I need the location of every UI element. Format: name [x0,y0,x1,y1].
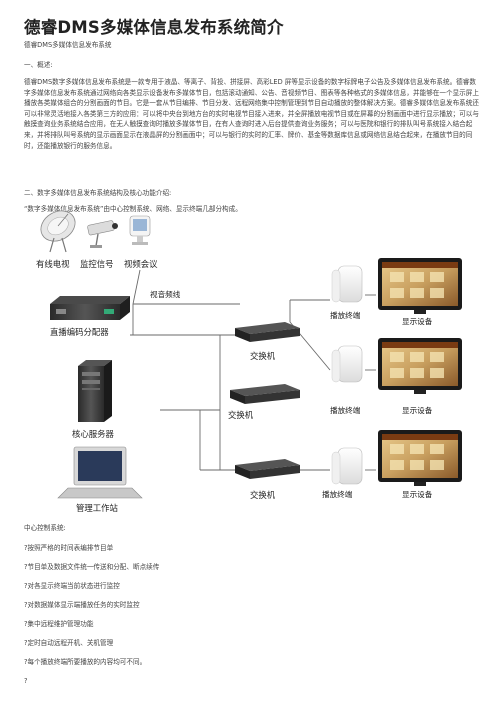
function-item: ?对各显示终端当前状态进行监控 [24,582,120,590]
switch-3-icon [235,459,300,479]
section-structure-heading: 二、数字多媒体信息发布系统结构及核心功能介绍: [24,189,172,197]
display-3-icon [378,430,462,486]
label-core-server: 核心服务器 [72,429,114,439]
label-display-2: 显示设备 [402,406,433,415]
label-monitoring-signal: 监控信号 [80,259,114,269]
functions-heading: 中心控制系统: [24,524,66,532]
terminal-3-icon [331,447,363,485]
label-terminal-3: 播放终端 [322,490,353,499]
function-item: ?按照严格的时间表编排节目单 [24,544,114,552]
terminal-1-icon [331,265,363,303]
workstation-laptop-icon [57,446,143,499]
label-workstation: 管理工作站 [76,503,118,513]
function-item: ?定时自动远程开机、关机管理 [24,639,114,647]
label-display-1: 显示设备 [402,317,433,326]
display-2-icon [378,338,462,394]
label-terminal-2: 播放终端 [330,406,361,415]
structure-paragraph: “数字多媒体信息发布系统”由中心控制系统、网络、显示终端几部分构成。 [24,205,242,213]
function-item: ?对数据媒体显示端播放任务的实时监控 [24,601,140,609]
function-item: ?每个播放终端所要播放的内容均可不同。 [24,658,147,666]
function-item: ?集中远程维护管理功能 [24,620,94,628]
label-display-3: 显示设备 [402,490,433,499]
terminal-2-icon [331,345,363,383]
function-item: ? [24,677,28,685]
label-cable-tv: 有线电视 [36,259,70,269]
page-title: 德睿DMS多媒体信息发布系统简介 [24,18,284,37]
overview-paragraph: 德睿DMS数字多媒体信息发布系统是一款专用于液晶、等离子、背投、拼接屏、高彩LE… [24,78,479,150]
function-item: ?节目单及数据文件统一传送和分配、断点续传 [24,563,160,571]
encoder-device-icon [50,296,130,320]
doc-subtitle: 德睿DMS多媒体信息发布系统 [24,41,112,49]
switch-2-icon [230,384,300,404]
switch-1-icon [235,322,300,342]
core-server-icon [78,360,112,422]
label-video-line: 视音频线 [150,290,181,299]
display-1-icon [378,258,462,314]
label-switch-1: 交换机 [250,351,276,361]
label-video-conference: 视频会议 [124,259,158,269]
label-switch-3: 交换机 [250,490,276,500]
video-conference-icon [129,215,151,245]
section-overview-heading: 一、概述: [24,61,53,69]
surveillance-camera-icon [87,220,118,248]
cable-tv-dish-icon [40,210,76,253]
label-switch-2: 交换机 [228,410,254,420]
label-encoder: 直播编码分配器 [50,327,109,337]
label-terminal-1: 播放终端 [330,311,361,320]
